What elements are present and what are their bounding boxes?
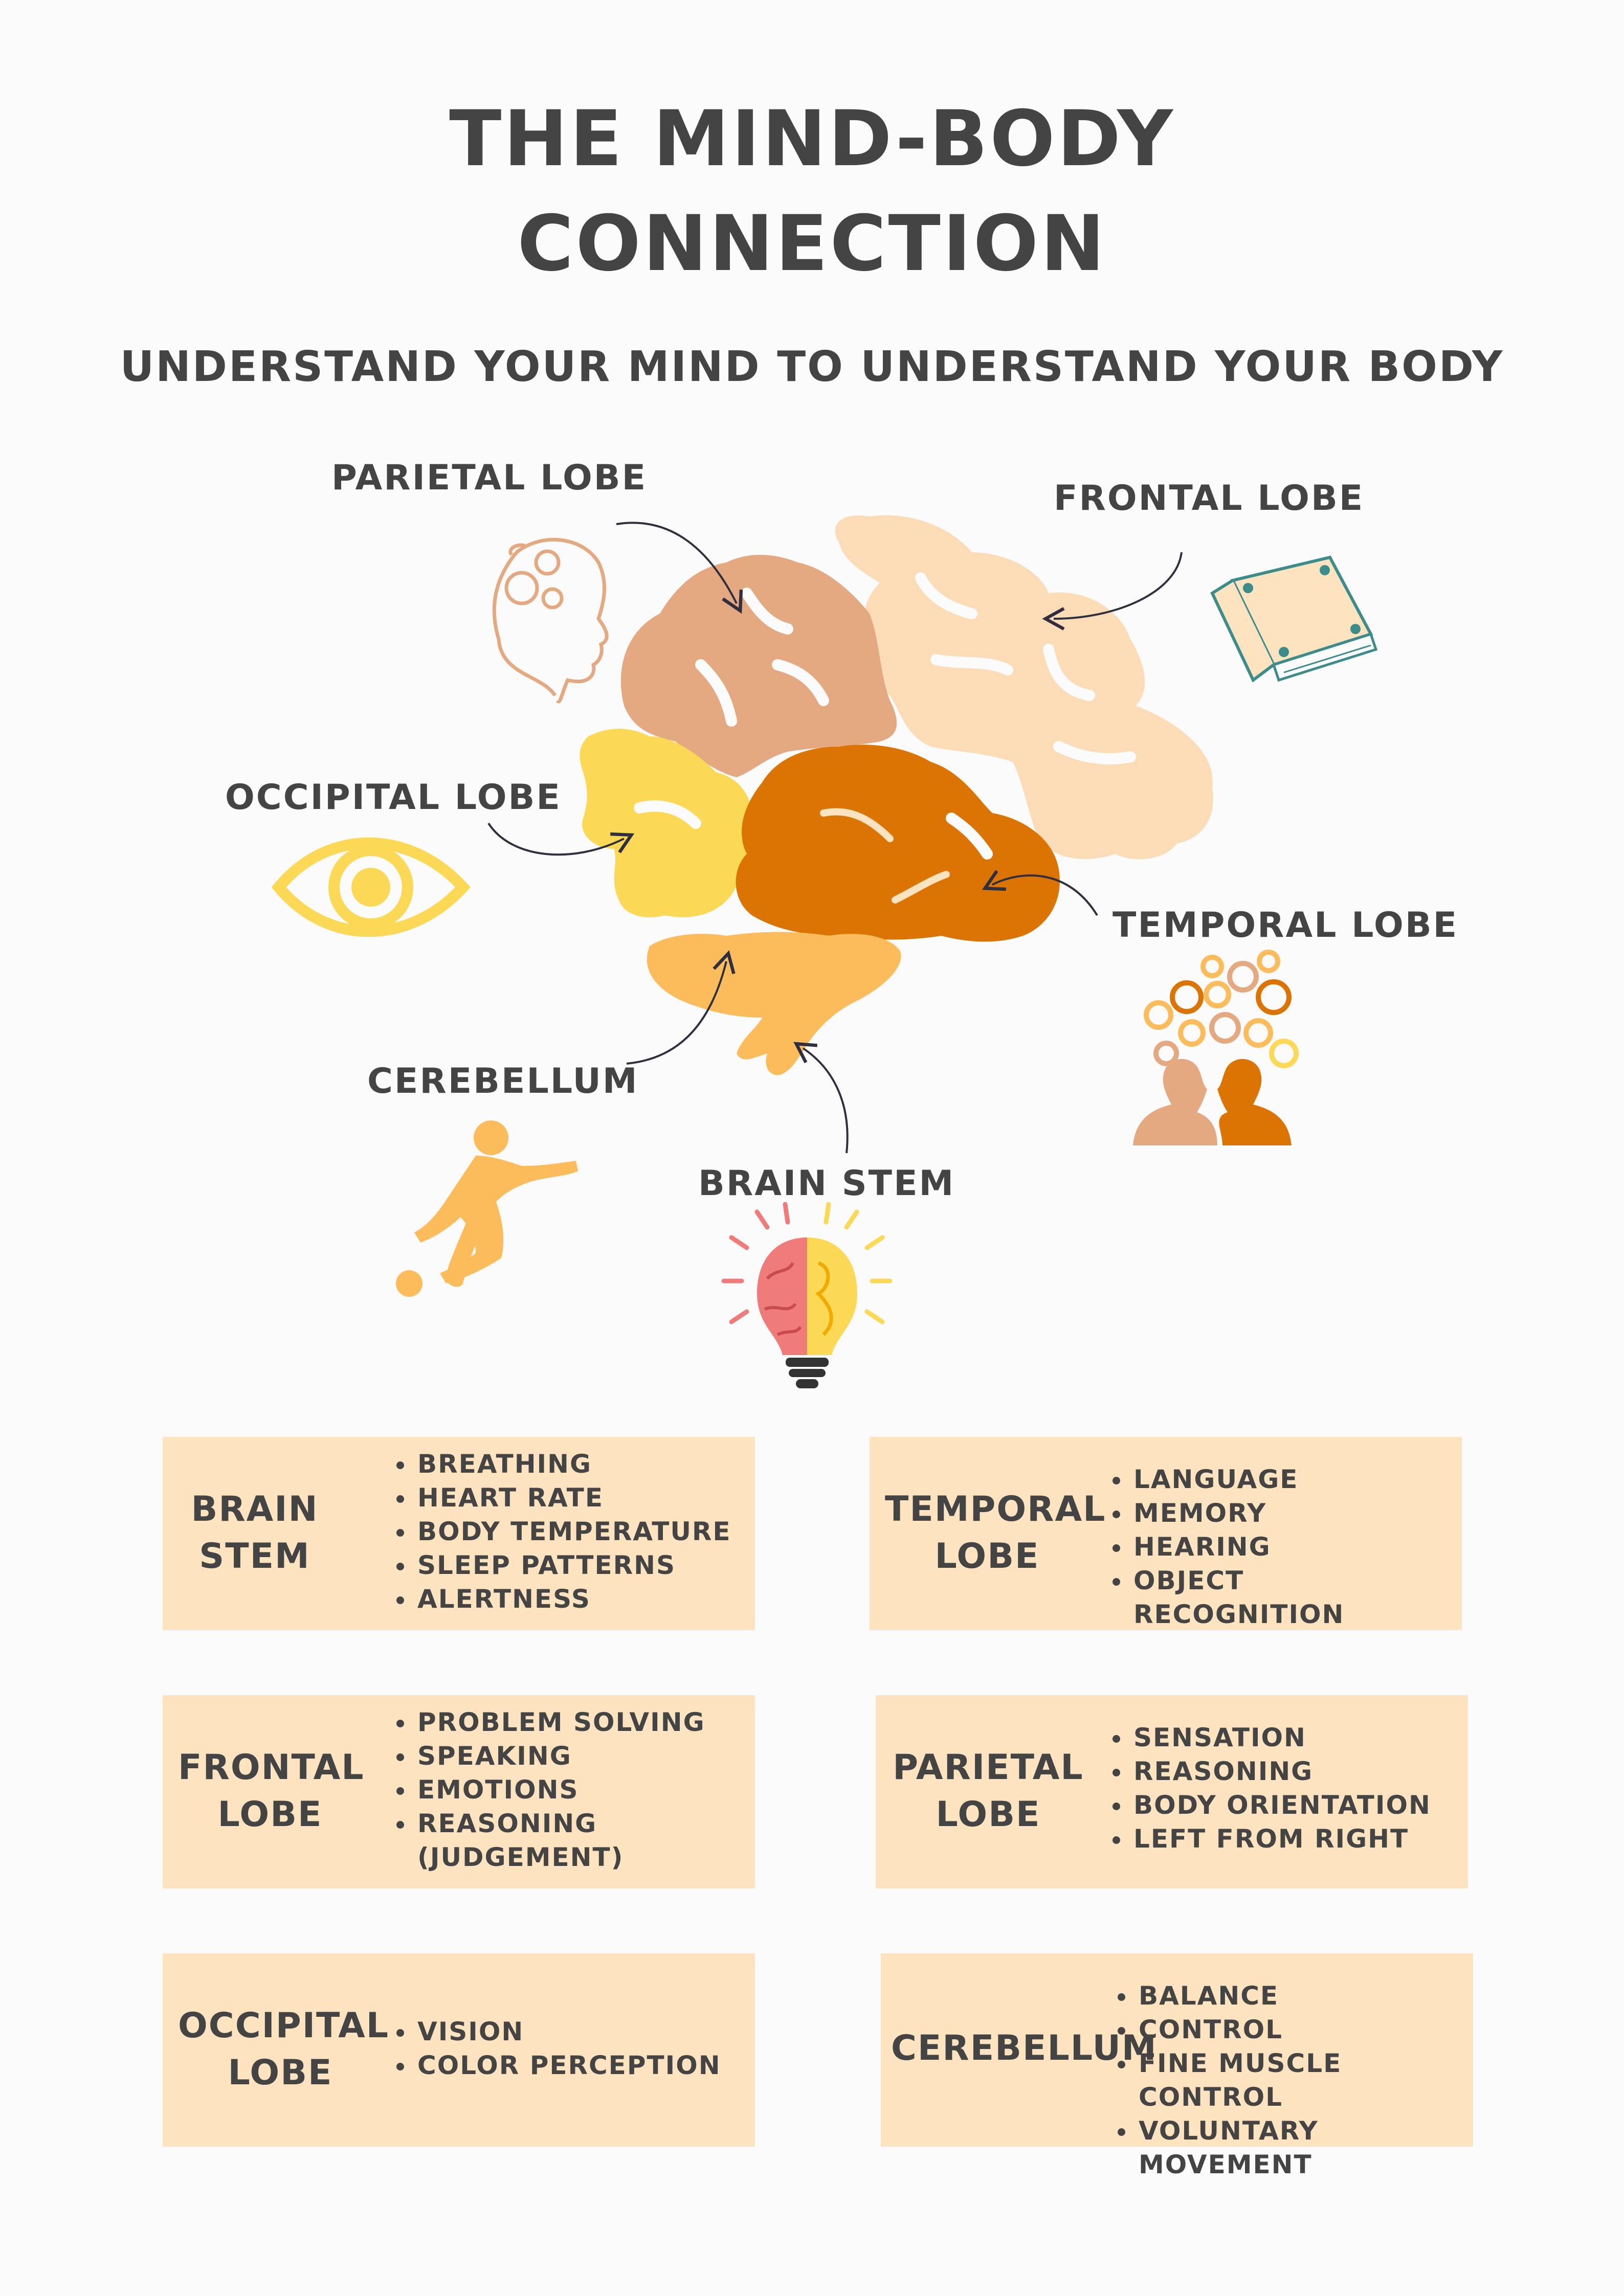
list-item: BREATHING xyxy=(415,1447,731,1481)
two-heads-gears-icon xyxy=(1133,950,1299,1145)
card-list: PROBLEM SOLVING SPEAKING EMOTIONS REASON… xyxy=(393,1705,705,1874)
card-cerebellum: CEREBELLUM BALANCE CONTROL FINE MUSCLE C… xyxy=(881,1953,1473,2179)
temporal-lobe xyxy=(736,745,1060,942)
list-item: BODY TEMPERATURE xyxy=(415,1515,731,1548)
list-item: SPEAKING xyxy=(415,1739,705,1773)
list-item: LEFT FROM RIGHT xyxy=(1131,1822,1431,1856)
card-title: CEREBELLUM xyxy=(891,2028,1158,2068)
book-icon xyxy=(1210,555,1378,683)
soccer-player-icon xyxy=(396,1120,578,1297)
list-item: HEART RATE xyxy=(415,1481,731,1515)
card-parietal-lobe: PARIETAL LOBE SENSATION REASONING BODY O… xyxy=(876,1695,1468,1888)
label-cerebellum: CEREBELLUM xyxy=(367,1061,639,1101)
label-parietal-lobe: PARIETAL LOBE xyxy=(331,458,648,498)
brain-diagram xyxy=(271,515,1378,1388)
label-frontal-lobe: FRONTAL LOBE xyxy=(1054,478,1365,519)
card-title: FRONTAL LOBE xyxy=(178,1747,365,1835)
page-title: THE MIND-BODY CONNECTION xyxy=(0,87,1624,297)
card-temporal-lobe: TEMPORAL LOBE LANGUAGE MEMORY HEARING OB… xyxy=(870,1437,1462,1630)
list-item: SENSATION xyxy=(1131,1721,1431,1754)
list-item: CONTROL xyxy=(1137,2013,1473,2046)
list-item: REASONING xyxy=(415,1807,705,1840)
list-item: (JUDGEMENT) xyxy=(417,1842,624,1872)
card-title: TEMPORAL LOBE xyxy=(885,1489,1106,1577)
list-item: COLOR PERCEPTION xyxy=(415,2049,721,2082)
card-list: LANGUAGE MEMORY HEARING OBJECT RECOGNITI… xyxy=(1109,1462,1462,1631)
card-list: VISION COLOR PERCEPTION xyxy=(393,2015,721,2082)
list-item: OBJECT RECOGNITION xyxy=(1131,1564,1462,1631)
card-title: PARIETAL LOBE xyxy=(893,1747,1084,1835)
title-line-1: THE MIND-BODY xyxy=(449,95,1175,184)
list-item: ALERTNESS xyxy=(415,1582,731,1616)
list-item: HEARING xyxy=(1131,1530,1462,1564)
eye-icon xyxy=(271,837,471,937)
label-temporal-lobe: TEMPORAL LOBE xyxy=(1113,905,1459,946)
card-occipital-lobe: OCCIPITAL LOBE VISION COLOR PERCEPTION xyxy=(163,1953,755,2147)
list-item: MEMORY xyxy=(1131,1496,1462,1530)
frontal-lobe xyxy=(835,515,1213,860)
list-item: REASONING xyxy=(1131,1754,1431,1788)
card-list: BALANCE CONTROL FINE MUSCLE CONTROL VOLU… xyxy=(1114,1979,1473,2181)
eye-pupil xyxy=(351,868,390,907)
list-item: VOLUNTARY MOVEMENT xyxy=(1137,2114,1473,2181)
label-brain-stem: BRAIN STEM xyxy=(698,1163,955,1204)
list-item: PROBLEM SOLVING xyxy=(415,1705,705,1739)
list-item: VISION xyxy=(415,2015,721,2049)
parietal-lobe xyxy=(620,555,897,777)
head-gears-icon xyxy=(492,537,609,704)
card-list: BREATHING HEART RATE BODY TEMPERATURE SL… xyxy=(393,1447,731,1616)
list-item: BODY ORIENTATION xyxy=(1131,1788,1431,1822)
title-line-2: CONNECTION xyxy=(517,199,1107,288)
list-item: FINE MUSCLE CONTROL xyxy=(1137,2046,1473,2114)
brain-lightbulb-icon xyxy=(721,1202,893,1388)
label-occipital-lobe: OCCIPITAL LOBE xyxy=(225,777,562,818)
card-brain-stem: BRAIN STEM BREATHING HEART RATE BODY TEM… xyxy=(163,1437,755,1630)
cerebellum xyxy=(647,932,901,1075)
page-subtitle: UNDERSTAND YOUR MIND TO UNDERSTAND YOUR … xyxy=(120,343,1504,391)
list-item: LANGUAGE xyxy=(1131,1462,1462,1496)
card-list: SENSATION REASONING BODY ORIENTATION LEF… xyxy=(1109,1721,1431,1856)
pointer-arrows xyxy=(487,522,1183,1154)
occipital-lobe xyxy=(580,729,753,917)
list-item: BALANCE xyxy=(1137,1979,1473,2013)
card-title: BRAIN STEM xyxy=(191,1489,319,1577)
list-item: EMOTIONS xyxy=(415,1773,705,1807)
card-frontal-lobe: FRONTAL LOBE PROBLEM SOLVING SPEAKING EM… xyxy=(163,1695,755,1888)
list-item: SLEEP PATTERNS xyxy=(415,1548,731,1582)
card-title: OCCIPITAL LOBE xyxy=(178,2006,390,2093)
